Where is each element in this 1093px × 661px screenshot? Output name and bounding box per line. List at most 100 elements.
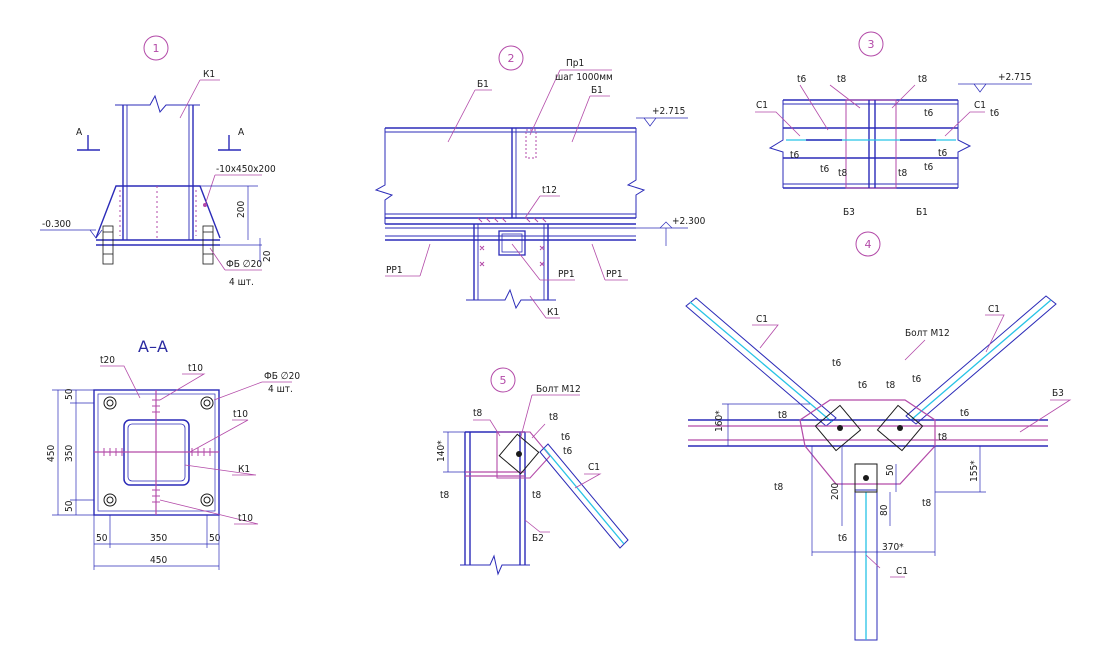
d1-bolts-count: 4 шт.: [229, 277, 254, 288]
d1-dim-20: 20: [262, 250, 273, 262]
detail-3-number: 3: [868, 38, 875, 51]
d1-section-mark-left: А: [76, 127, 83, 138]
d4-t6-c: t6: [912, 374, 922, 385]
d3-b3: Б3: [843, 207, 855, 218]
d3-level: +2.715: [998, 72, 1031, 83]
d1-section-mark-right: А: [238, 127, 245, 138]
d4-c1-bottom: С1: [896, 566, 908, 577]
d5-t6-a: t6: [561, 432, 571, 443]
d1-plate-label: -10х450х200: [216, 164, 276, 175]
d4-t6-a: t6: [832, 358, 842, 369]
d4-bolt-label: Болт М12: [905, 328, 950, 339]
section-aa-title: А–А: [138, 337, 168, 356]
d3-t6-b: t6: [924, 108, 934, 119]
aa-bolts-count: 4 шт.: [268, 384, 293, 395]
d5-c1: С1: [588, 462, 600, 473]
d2-purlin-step: шаг 1000мм: [555, 72, 613, 83]
d4-b3: Б3: [1052, 388, 1064, 399]
aa-h-50-b: 50: [209, 533, 221, 544]
d4-t8-a: t8: [886, 380, 896, 391]
aa-v-450: 450: [46, 445, 57, 462]
d4-t6-d: t6: [960, 408, 970, 419]
aa-column-label: К1: [238, 464, 250, 475]
detail-3-marker: [858, 31, 884, 57]
d3-t6-c: t6: [790, 150, 800, 161]
d3-c1-right: С1: [974, 100, 986, 111]
detail-1-number: 1: [153, 42, 160, 55]
detail-3: 3 t8 t8 t6 t6 t6 t6 t6 t6 t6 t8 t8 С1 С1: [755, 31, 1032, 218]
d4-dim-200: 200: [830, 483, 841, 500]
d3-t8-d: t8: [898, 168, 908, 179]
d4-t8-c: t8: [938, 432, 948, 443]
d3-t6-a: t6: [797, 74, 807, 85]
d5-t8-b: t8: [549, 412, 559, 423]
d2-beam-right: Б1: [591, 85, 603, 96]
section-aa: А–А t20 t10 t10 t10 ФБ ∅20 4 шт. К1 4: [46, 337, 300, 570]
aa-t20: t20: [100, 355, 115, 366]
d4-dim-50: 50: [885, 464, 896, 476]
aa-h-450: 450: [150, 555, 167, 566]
d2-beam-left: Б1: [477, 79, 489, 90]
d2-plate-t12: t12: [542, 185, 557, 196]
d3-b1: Б1: [916, 207, 928, 218]
d1-bolts-label: ФБ ∅20: [226, 259, 262, 270]
detail-2-marker: [498, 45, 524, 71]
d4-dim-80: 80: [879, 504, 890, 516]
aa-v-50-a: 50: [64, 388, 75, 400]
d3-c1-left: С1: [756, 100, 768, 111]
d4-dim-155: 155*: [969, 460, 980, 482]
d4-t8-e: t8: [922, 498, 932, 509]
d2-rr-left: РР1: [386, 265, 403, 276]
d2-level-bottom: +2.300: [672, 216, 706, 227]
detail-2-number: 2: [508, 52, 515, 65]
detail-2: 2 Пр1 шаг 1000мм Б1 Б1 +2.715: [374, 45, 706, 319]
d3-t8-c: t8: [838, 168, 848, 179]
detail-5-number: 5: [500, 374, 507, 387]
d5-t8-a: t8: [473, 408, 483, 419]
d3-t6-g: t6: [990, 108, 1000, 119]
d4-t6-e: t6: [838, 533, 848, 544]
aa-h-350: 350: [150, 533, 167, 544]
d2-column-label: К1: [547, 307, 559, 318]
d2-rr-mid: РР1: [558, 269, 575, 280]
d3-t6-d: t6: [820, 164, 830, 175]
detail-1-marker: [143, 35, 169, 61]
detail-5: 5 140* Болт М12 t8 t8 t6 t6 t8 t8 С1: [436, 367, 629, 576]
d4-dim-370: 370*: [882, 542, 904, 553]
d5-labels: Болт М12 t8 t8 t6 t6 t8 t8 С1 Б2: [440, 384, 600, 544]
d2-rr-right: РР1: [606, 269, 623, 280]
d1-anchor-bolts: [102, 225, 214, 265]
aa-bolts-label: ФБ ∅20: [264, 371, 300, 382]
d3-t6-e: t6: [924, 162, 934, 173]
d3-labels: t8 t8 t6 t6 t6 t6 t6 t6 t6 t8 t8 С1 С1 Б…: [756, 74, 1000, 218]
aa-t10-a: t10: [188, 363, 203, 374]
detail-4-number: 4: [865, 238, 872, 251]
d4-c1-left: С1: [756, 314, 768, 325]
d3-t8-b: t8: [918, 74, 928, 85]
d5-bolt-label: Болт М12: [536, 384, 581, 395]
d1-dim-200: 200: [236, 201, 247, 218]
d1-level: -0.300: [42, 219, 71, 230]
d5-t6-b: t6: [563, 446, 573, 457]
d2-level-top: +2.715: [652, 106, 685, 117]
detail-5-marker: [490, 367, 516, 393]
detail-1: 1 К1 А А -10х450х200: [40, 35, 276, 288]
detail-4: 4 С1 С1 С1 Болт М12 t6 t6 t6 t6 t6: [685, 231, 1072, 641]
d4-t6-b: t6: [858, 380, 868, 391]
d4-labels: С1 С1 С1 Болт М12 t6 t6 t6 t6 t6 t8 t8 t…: [756, 304, 1064, 577]
aa-v-350: 350: [64, 445, 75, 462]
aa-t10-b: t10: [233, 409, 248, 420]
d3-t8-a: t8: [837, 74, 847, 85]
aa-bolts: [103, 396, 214, 507]
d4-t8-b: t8: [778, 410, 788, 421]
d5-b2: Б2: [532, 533, 544, 544]
aa-t10-c: t10: [238, 513, 253, 524]
detail-4-marker: [855, 231, 881, 257]
d1-column-label: К1: [203, 69, 215, 80]
d5-t8-d: t8: [532, 490, 542, 501]
d4-dim-160: 160*: [714, 410, 725, 432]
d2-purlin-label: Пр1: [566, 58, 584, 69]
d5-t8-c: t8: [440, 490, 450, 501]
aa-v-50-b: 50: [64, 500, 75, 512]
